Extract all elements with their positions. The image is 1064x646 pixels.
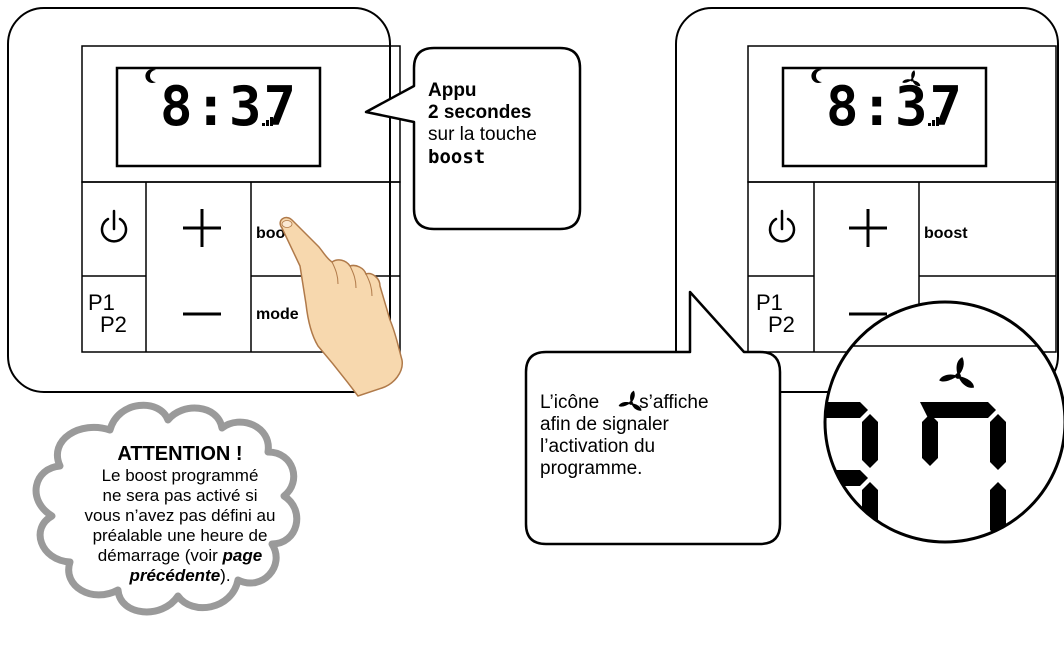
callout-press-line2: 2 secondes [428, 102, 532, 123]
callout-press-line1: Appu [428, 80, 477, 101]
signal-icon [928, 117, 939, 126]
boost-button[interactable]: boost [924, 225, 968, 242]
power-icon[interactable] [100, 209, 128, 243]
left-display-time: 8:37 [160, 75, 298, 138]
p1-label[interactable]: P1 [756, 290, 783, 315]
attention-text: ATTENTION ! Le boost programmé ne sera p… [30, 442, 330, 586]
callout-icon-line4: programme. [540, 458, 643, 479]
p2-label[interactable]: P2 [100, 312, 127, 337]
attention-line5: démarrage (voir page [30, 546, 330, 566]
callout-icon-bubble [524, 290, 782, 546]
attention-line6-post: ). [220, 566, 231, 585]
right-display-time: 8:37 [826, 75, 964, 138]
plus-icon[interactable] [849, 209, 887, 247]
callout-press-line3: sur la touche [428, 124, 537, 145]
callout-icon-part1: L’icône [540, 392, 600, 413]
plus-icon[interactable] [183, 209, 221, 247]
attention-line1: Le boost programmé [101, 466, 259, 485]
zoom-digit-right [920, 402, 1006, 538]
callout-icon-text: L’icône s’affiche afin de signaler l’acti… [540, 392, 780, 480]
callout-icon-line3: l’activation du [540, 436, 656, 457]
left-thermostat: 8:37 boost mode P1 P2 [7, 7, 403, 397]
mode-button[interactable]: mode [256, 306, 299, 323]
attention-line3: vous n’avez pas défini au [84, 506, 276, 525]
callout-press-line4: boost [428, 146, 486, 168]
moon-icon [811, 69, 822, 83]
signal-icon [262, 117, 273, 126]
attention-line2: ne sera pas activé si [102, 486, 258, 505]
moon-icon [145, 69, 156, 83]
attention-line4: préalable une heure de [92, 526, 268, 545]
p2-label[interactable]: P2 [768, 312, 795, 337]
attention-line5-pre: démarrage (voir [97, 546, 223, 565]
attention-cloud [32, 401, 301, 616]
attention-title: ATTENTION ! [117, 443, 243, 465]
attention-page-link[interactable]: page [222, 546, 263, 565]
p1-label[interactable]: P1 [88, 290, 115, 315]
callout-press-bubble [364, 46, 582, 231]
hand-icon [279, 216, 403, 397]
callout-press-text: Appu 2 secondes sur la touche boost [428, 80, 578, 168]
attention-previous-link[interactable]: précédente [129, 566, 221, 585]
power-icon[interactable] [768, 209, 796, 243]
callout-icon-line2: afin de signaler [540, 414, 669, 435]
callout-icon-line1: L’icône s’affiche [540, 392, 780, 414]
callout-icon-part2: s’affiche [639, 392, 709, 413]
attention-line6: précédente). [30, 566, 330, 586]
